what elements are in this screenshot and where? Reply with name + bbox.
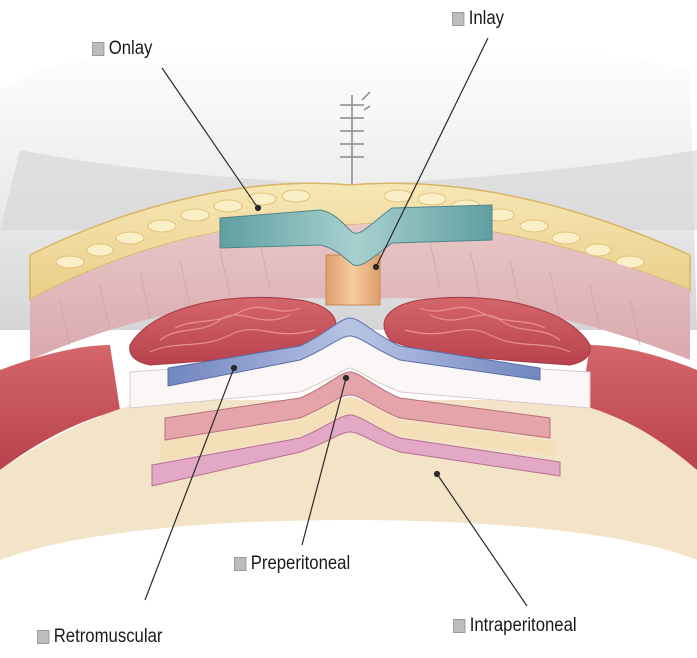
square-bullet-icon: [453, 619, 465, 633]
label-inlay: Inlay: [452, 8, 504, 30]
square-bullet-icon: [37, 630, 49, 644]
label-preperitoneal: Preperitoneal: [234, 553, 350, 575]
label-retromuscular-text: Retromuscular: [54, 626, 163, 648]
label-preperitoneal-text: Preperitoneal: [251, 553, 350, 575]
label-onlay: Onlay: [92, 38, 152, 60]
label-intraperitoneal: Intraperitoneal: [453, 615, 577, 637]
label-retromuscular: Retromuscular: [37, 626, 162, 648]
label-onlay-text: Onlay: [109, 38, 153, 60]
label-intraperitoneal-text: Intraperitoneal: [470, 615, 577, 637]
square-bullet-icon: [234, 557, 246, 571]
label-inlay-text: Inlay: [469, 8, 504, 30]
square-bullet-icon: [92, 42, 104, 56]
square-bullet-icon: [452, 12, 464, 26]
